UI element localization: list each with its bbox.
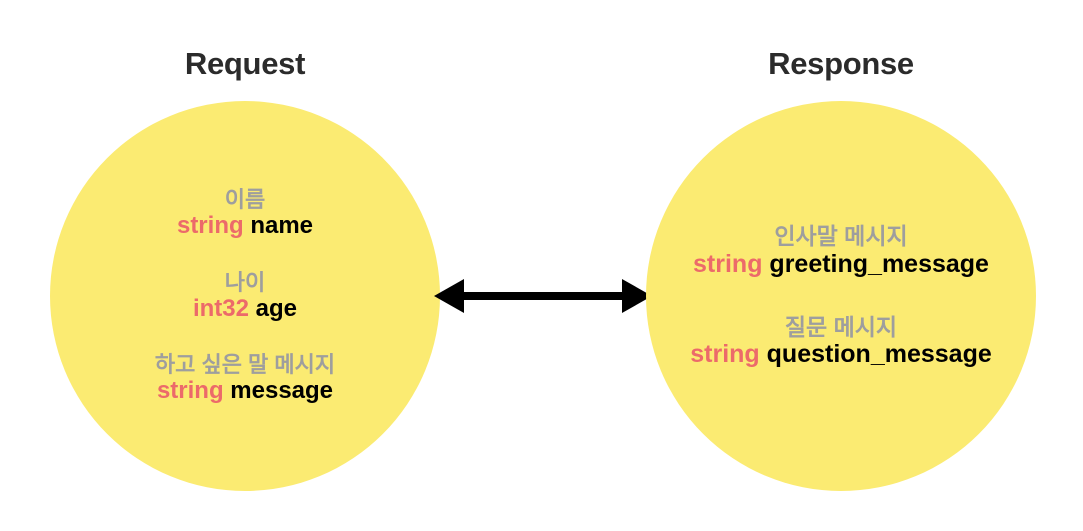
field-group-age: 나이 int32 age [193,270,297,322]
field-group-greeting-message: 인사말 메시지 string greeting_message [693,223,989,278]
field-identifier [249,295,256,322]
field-signature: int32 age [193,295,297,322]
field-identifier: greeting_message [769,249,989,278]
field-signature: string question_message [690,340,992,369]
field-description: 나이 [224,269,266,295]
field-identifier: name [250,212,314,240]
field-description: 하고 싶은 말 메시지 [154,352,336,378]
field-group-name: 이름 string name [177,187,313,239]
response-node-circle: 인사말 메시지 string greeting_message 질문 메시지 s… [646,101,1036,491]
field-type: string [693,249,763,278]
request-node-title: Request [184,46,306,81]
field-description: 이름 [224,187,266,213]
field-identifier: question_message [766,340,992,369]
field-signature: string greeting_message [693,250,989,279]
field-signature: string message [155,377,335,404]
field-identifier [760,340,767,368]
field-type: string [176,212,244,240]
field-group-message: 하고 싶은 말 메시지 string message [155,352,335,404]
field-identifier: age [255,294,298,322]
field-type: string [690,340,760,369]
field-type: string [156,377,224,405]
response-node-title: Response [768,46,914,81]
field-group-question-message: 질문 메시지 string question_message [690,314,992,369]
field-description: 질문 메시지 [784,314,898,340]
field-signature: string name [177,212,313,239]
field-type: int32 [192,294,249,322]
response-field-list: 인사말 메시지 string greeting_message 질문 메시지 s… [646,223,1036,368]
field-description: 인사말 메시지 [774,223,908,250]
field-identifier: message [230,377,334,405]
request-node-circle: 이름 string name 나이 int32 age 하고 싶은 말 메시지 … [50,101,440,491]
double-headed-arrow-icon [434,279,652,313]
request-field-list: 이름 string name 나이 int32 age 하고 싶은 말 메시지 … [50,187,440,404]
